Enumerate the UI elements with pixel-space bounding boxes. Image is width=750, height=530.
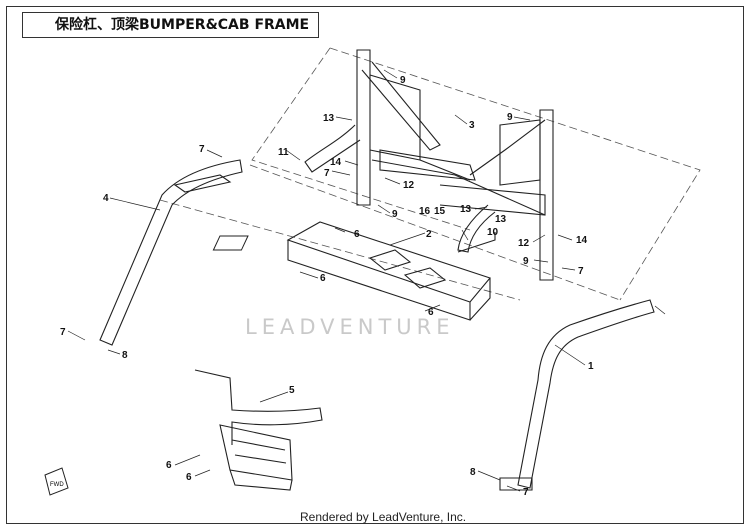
callout: 11 (278, 147, 289, 158)
watermark: LEADVENTURE (245, 315, 455, 339)
callout-numbers: 9 3 9 13 7 11 14 7 12 9 16 15 13 13 10 4… (60, 75, 594, 498)
callout: 13 (495, 214, 507, 225)
side-braces (304, 124, 496, 253)
callout: 12 (403, 180, 415, 191)
callout: 16 (419, 206, 431, 217)
callout: 8 (122, 350, 128, 361)
callout: 7 (324, 168, 330, 179)
assembly-dashed-outline (159, 47, 701, 301)
diagram-title: 保险杠、顶梁BUMPER&CAB FRAME (22, 12, 319, 38)
rear-cab-frame (356, 49, 554, 281)
callout: 13 (323, 113, 335, 124)
callout: 10 (487, 227, 499, 238)
callout: 6 (186, 472, 192, 483)
render-credit: Rendered by LeadVenture, Inc. (300, 510, 467, 524)
front-bumper (194, 369, 323, 491)
roof-panel (212, 221, 491, 321)
callout: 6 (166, 460, 172, 471)
fwd-indicator: FWD (44, 467, 69, 496)
callout: 6 (428, 307, 434, 318)
callout: 13 (460, 204, 472, 215)
callout: 9 (400, 75, 406, 86)
callout: 1 (588, 361, 594, 372)
callout: 6 (320, 273, 326, 284)
left-hoop (99, 159, 243, 346)
callout: 14 (330, 157, 342, 168)
callout: 8 (470, 467, 476, 478)
callout: 12 (518, 238, 530, 249)
diagram-frame (6, 6, 744, 524)
callout: 15 (434, 206, 446, 217)
callout: 2 (426, 229, 432, 240)
callout: 4 (103, 193, 109, 204)
callout: 7 (523, 487, 529, 498)
callout: 9 (507, 112, 513, 123)
right-hoop (499, 299, 655, 491)
fwd-label: FWD (50, 482, 64, 488)
callout: 9 (523, 256, 529, 267)
callout: 7 (60, 327, 66, 338)
callout: 7 (199, 144, 205, 155)
leader-lines (67, 69, 666, 492)
callout: 7 (578, 266, 584, 277)
callout: 14 (576, 235, 588, 246)
callout: 6 (354, 229, 360, 240)
callout: 9 (392, 209, 398, 220)
callout: 3 (469, 120, 475, 131)
callout: 5 (289, 385, 295, 396)
